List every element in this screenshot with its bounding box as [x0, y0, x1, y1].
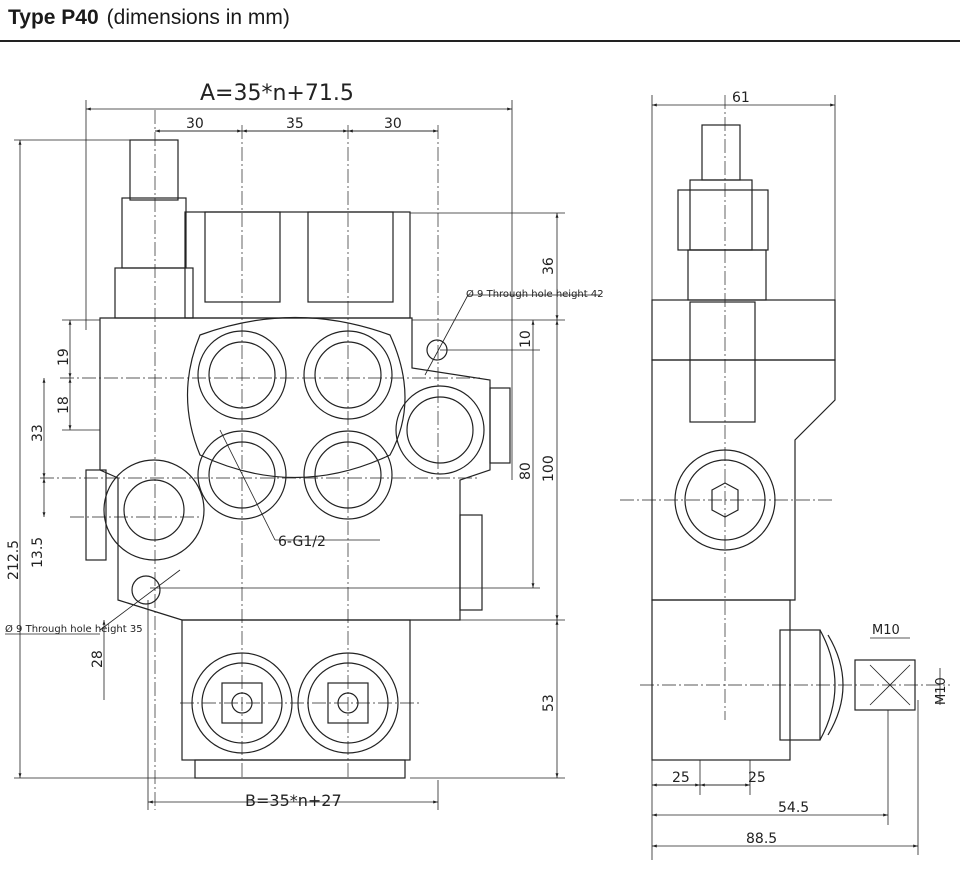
svg-text:13.5: 13.5	[30, 537, 46, 568]
svg-text:88.5: 88.5	[746, 831, 777, 847]
svg-text:80: 80	[518, 462, 534, 480]
side-view: 61 M10 M10 25 25 54.5 88.5	[620, 90, 950, 860]
front-view: A=35*n+71.5 30 35 30 36 100 53 80 10 Ø 9…	[5, 81, 604, 810]
dim-b: B=35*n+27	[245, 791, 342, 810]
svg-text:M10: M10	[872, 623, 900, 638]
svg-text:10: 10	[518, 330, 534, 348]
svg-text:M10: M10	[934, 677, 949, 705]
title-rule	[0, 40, 960, 42]
svg-text:18: 18	[56, 396, 72, 414]
svg-text:100: 100	[541, 455, 557, 482]
dim-a: A=35*n+71.5	[200, 81, 354, 106]
svg-text:35: 35	[286, 116, 304, 132]
svg-text:25: 25	[672, 770, 690, 786]
svg-text:61: 61	[732, 90, 750, 106]
svg-text:30: 30	[384, 116, 402, 132]
hole-note-top: Ø 9 Through hole height 42	[466, 288, 604, 300]
svg-text:19: 19	[56, 348, 72, 366]
page-title: Type P40(dimensions in mm)	[8, 6, 290, 29]
svg-text:54.5: 54.5	[778, 800, 809, 816]
hole-note-bottom: Ø 9 Through hole height 35	[5, 623, 143, 635]
svg-text:33: 33	[30, 424, 46, 442]
svg-text:212.5: 212.5	[6, 540, 22, 580]
svg-text:53: 53	[541, 694, 557, 712]
svg-text:36: 36	[541, 257, 557, 275]
svg-text:30: 30	[186, 116, 204, 132]
svg-text:28: 28	[90, 650, 106, 668]
svg-text:25: 25	[748, 770, 766, 786]
ports-note: 6-G1/2	[278, 534, 326, 550]
